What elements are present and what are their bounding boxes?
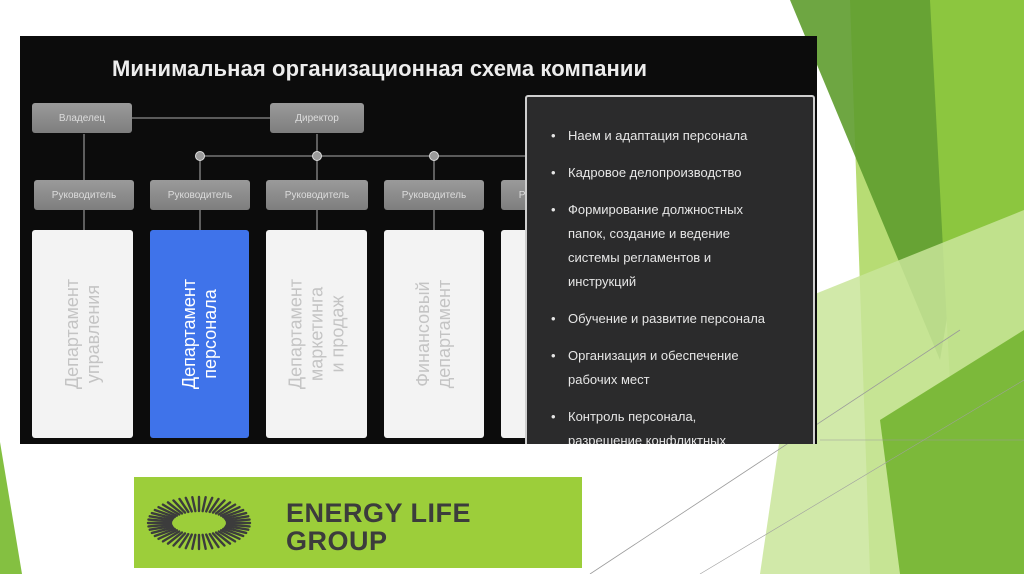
sunburst-ray bbox=[161, 503, 181, 516]
sunburst-ray bbox=[191, 533, 197, 550]
sunburst-ray bbox=[214, 531, 232, 545]
sunburst-ray bbox=[184, 533, 193, 550]
sunburst-ray bbox=[161, 530, 181, 543]
manager-node: Руководитель bbox=[150, 180, 250, 210]
department-label: маркетинга bbox=[306, 286, 326, 382]
connector-dot bbox=[429, 151, 439, 161]
green-triangle-right-bottom bbox=[880, 330, 1024, 574]
department-label: управления bbox=[82, 284, 103, 384]
sunburst-ray bbox=[147, 518, 173, 523]
responsibility-item: Контроль персонала, разрешение конфликтн… bbox=[548, 405, 799, 444]
sunburst-ray bbox=[178, 497, 190, 514]
responsibilities-panel: Наем и адаптация персонала Кадровое дело… bbox=[525, 95, 815, 444]
department-label: департамент bbox=[434, 279, 454, 389]
sunburst-ray bbox=[153, 527, 176, 538]
sunburst-ray bbox=[214, 501, 232, 515]
department-label: и продаж bbox=[327, 295, 347, 373]
energy-life-group-logo: ENERGY LIFE GROUP bbox=[134, 477, 582, 568]
manager-node: Руководитель bbox=[34, 180, 134, 210]
manager-node: Руководитель bbox=[384, 180, 484, 210]
responsibility-item: Кадровое делопроизводство bbox=[548, 161, 799, 185]
sunburst-ray bbox=[172, 499, 187, 514]
sunburst-ray bbox=[225, 523, 251, 528]
sunburst-ray bbox=[172, 532, 187, 547]
sunburst-ray bbox=[220, 505, 241, 517]
sunburst-ray bbox=[148, 515, 174, 522]
decor-line bbox=[699, 379, 1024, 574]
responsibility-item: Организация и обеспечение рабочих мест bbox=[548, 344, 799, 392]
department-management: Департамент управления bbox=[32, 230, 133, 438]
sunburst-ring-icon bbox=[146, 495, 252, 551]
connector-dot bbox=[195, 151, 205, 161]
responsibility-item: Формирование должностных папок, создание… bbox=[548, 198, 799, 294]
sunburst-ray bbox=[147, 523, 173, 528]
department-personnel: Департамент персонала bbox=[150, 230, 249, 438]
sunburst-ray bbox=[222, 508, 245, 519]
logo-line: GROUP bbox=[286, 526, 388, 556]
org-chart-panel: Минимальная организационная схема компан… bbox=[20, 36, 817, 444]
sunburst-ray bbox=[223, 511, 248, 520]
sunburst-ray bbox=[150, 526, 175, 535]
sunburst-ray bbox=[148, 524, 174, 531]
sunburst-ray bbox=[222, 527, 245, 538]
responsibility-item: Обучение и развитие персонала bbox=[548, 307, 799, 331]
sunburst-ray bbox=[224, 515, 250, 522]
sunburst-ray bbox=[166, 501, 184, 515]
manager-node: Руководитель bbox=[266, 180, 368, 210]
sunburst-ray bbox=[178, 532, 190, 549]
sunburst-ray bbox=[166, 531, 184, 545]
responsibility-item: Наем и адаптация персонала bbox=[548, 124, 799, 148]
sunburst-ray bbox=[191, 496, 197, 513]
department-label: Департамент bbox=[285, 278, 305, 390]
responsibilities-list: Наем и адаптация персонала Кадровое дело… bbox=[527, 97, 813, 444]
sunburst-ray bbox=[201, 533, 207, 550]
decor-line bbox=[589, 329, 961, 574]
sunburst-ray bbox=[225, 518, 251, 523]
sunburst-ray bbox=[223, 526, 248, 535]
sunburst-ray bbox=[211, 532, 226, 547]
sunburst-ray bbox=[205, 496, 214, 513]
sunburst-ray bbox=[184, 496, 193, 513]
sunburst-ray bbox=[201, 496, 207, 513]
owner-node: Владелец bbox=[32, 103, 132, 133]
department-marketing-sales: Департамент маркетинга и продаж bbox=[266, 230, 367, 438]
sunburst-ray bbox=[205, 533, 214, 550]
sunburst-ray bbox=[157, 505, 178, 517]
logo-line: ENERGY LIFE bbox=[286, 498, 472, 528]
connector-dot bbox=[312, 151, 322, 161]
sunburst-ray bbox=[208, 497, 220, 514]
green-triangle-left bbox=[0, 442, 22, 574]
department-finance: Финансовый департамент bbox=[384, 230, 484, 438]
sunburst-ray bbox=[224, 524, 250, 531]
chart-title: Минимальная организационная схема компан… bbox=[112, 56, 648, 81]
sunburst-ray bbox=[153, 508, 176, 519]
sunburst-ray bbox=[157, 529, 178, 541]
director-node: Директор bbox=[270, 103, 364, 133]
department-label: Финансовый bbox=[413, 281, 433, 387]
sunburst-ray bbox=[220, 529, 241, 541]
department-label: персонала bbox=[199, 289, 220, 379]
department-label: Департамент bbox=[178, 278, 199, 390]
sunburst-ray bbox=[150, 511, 175, 520]
logo-text: ENERGY LIFE GROUP bbox=[286, 499, 471, 555]
sunburst-ray bbox=[217, 530, 237, 543]
connector-lines bbox=[83, 117, 560, 230]
sunburst-ray bbox=[208, 532, 220, 549]
department-label: Департамент bbox=[61, 278, 82, 390]
sunburst-ray bbox=[217, 503, 237, 516]
sunburst-ray bbox=[211, 499, 226, 514]
